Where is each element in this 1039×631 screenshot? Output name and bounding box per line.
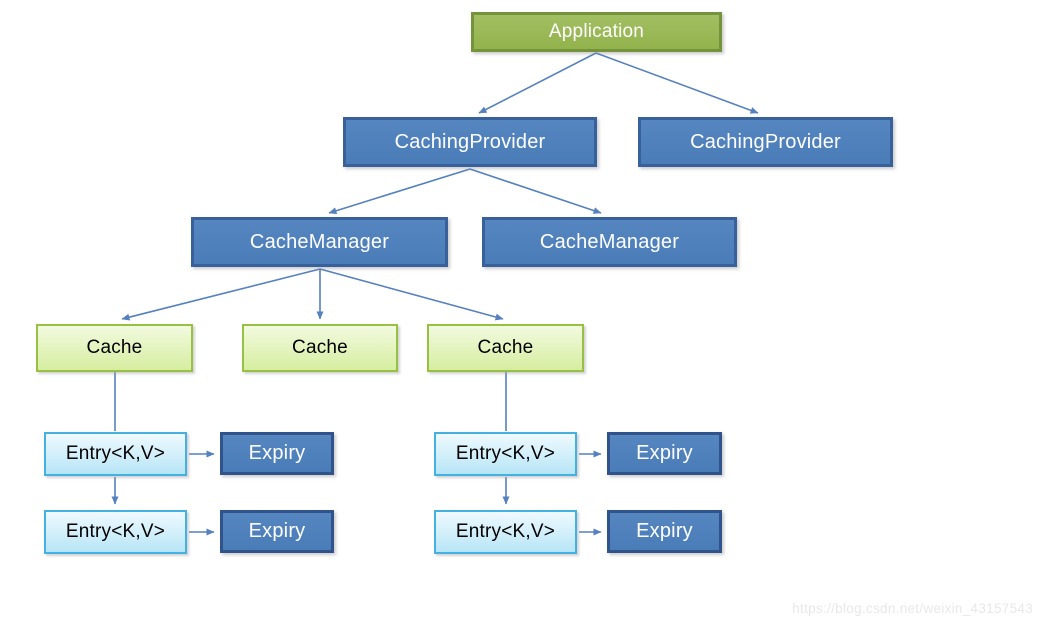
edge-cachemanager1-cache1 <box>121 268 321 321</box>
node-expiry-4: Expiry <box>607 510 722 553</box>
edge-cachemanager1-cache3 <box>319 268 504 321</box>
node-cache-1: Cache <box>36 324 193 372</box>
node-cache-3: Cache <box>427 324 584 372</box>
watermark: https://blog.csdn.net/weixin_43157543 <box>792 601 1033 616</box>
node-cache-2: Cache <box>242 324 398 372</box>
node-application: Application <box>471 12 722 52</box>
node-cache-manager-1: CacheManager <box>191 217 448 267</box>
node-cache-manager-2: CacheManager <box>482 217 737 267</box>
edge-application-cachingprovider2 <box>595 52 759 114</box>
edge-cachingprovider1-cachemanager2 <box>469 168 602 214</box>
node-expiry-2: Expiry <box>220 510 334 553</box>
node-caching-provider-2: CachingProvider <box>638 117 893 167</box>
node-entry-4: Entry<K,V> <box>434 510 577 554</box>
node-entry-1: Entry<K,V> <box>44 432 187 476</box>
node-expiry-1: Expiry <box>220 432 334 475</box>
node-expiry-3: Expiry <box>607 432 722 475</box>
node-caching-provider-1: CachingProvider <box>343 117 597 167</box>
edge-application-cachingprovider1 <box>478 52 597 114</box>
node-entry-3: Entry<K,V> <box>434 432 577 476</box>
edge-cachingprovider1-cachemanager1 <box>328 168 471 215</box>
node-entry-2: Entry<K,V> <box>44 510 187 554</box>
